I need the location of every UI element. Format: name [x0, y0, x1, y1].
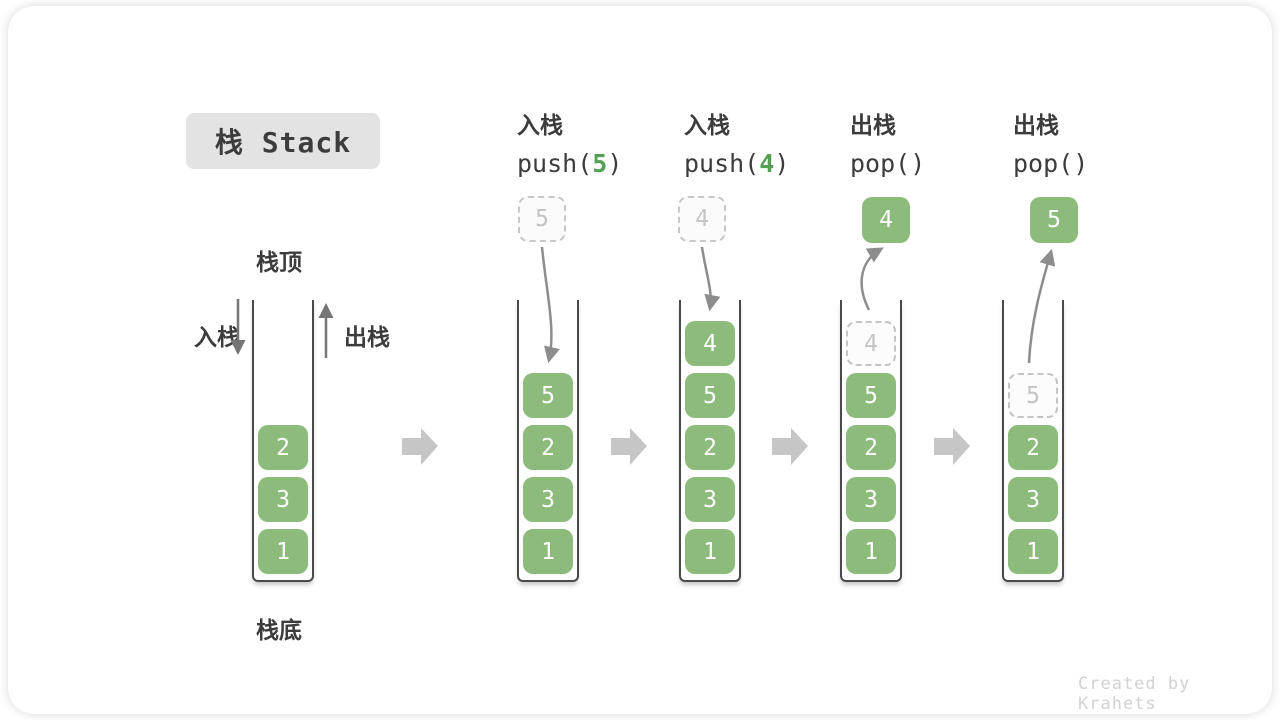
- watermark: Created by Krahets: [1078, 674, 1191, 714]
- incoming-value-box: 5: [518, 196, 566, 242]
- operation-code: push(5): [517, 149, 622, 178]
- popped-value-box: 5: [1030, 197, 1078, 243]
- stack-block: 5: [685, 373, 735, 418]
- stack-block: 3: [258, 477, 308, 522]
- code-arg: 4: [759, 149, 775, 178]
- stack-block: 2: [846, 425, 896, 470]
- operation-code: pop(): [850, 149, 925, 178]
- stack-block: 3: [685, 477, 735, 522]
- stack-block: 2: [685, 425, 735, 470]
- stack-bottom-label: 栈底: [256, 618, 302, 644]
- column-header-pop-2: 出栈 pop(): [1013, 106, 1088, 178]
- pop-direction-label: 出栈: [344, 325, 390, 351]
- code-post: ): [1073, 149, 1089, 178]
- code-pre: push(: [517, 149, 593, 178]
- stack-top-label: 栈顶: [256, 250, 302, 276]
- push-direction-label: 入栈: [194, 325, 240, 351]
- operation-label: 入栈: [684, 113, 730, 139]
- stack-block: 2: [258, 425, 308, 470]
- stack-container-5: 5 2 3 1: [1002, 300, 1064, 582]
- operation-label: 出栈: [1013, 113, 1059, 139]
- stack-block: 3: [846, 477, 896, 522]
- stack-block-ghost: 4: [846, 321, 896, 366]
- operation-label: 入栈: [517, 113, 563, 139]
- stack-container-3: 4 5 2 3 1: [679, 300, 741, 582]
- stack-block: 1: [846, 529, 896, 574]
- code-pre: pop(: [1013, 149, 1074, 178]
- popped-value-box: 4: [862, 197, 910, 243]
- stack-block: 5: [523, 373, 573, 418]
- column-header-pop-1: 出栈 pop(): [850, 106, 925, 178]
- code-pre: pop(: [850, 149, 911, 178]
- stack-container-1: 2 3 1: [252, 300, 314, 582]
- stack-block: 2: [1008, 425, 1058, 470]
- stack-block: 1: [258, 529, 308, 574]
- incoming-value-box: 4: [678, 196, 726, 242]
- operation-label: 出栈: [850, 113, 896, 139]
- operation-code: push(4): [684, 149, 789, 178]
- stack-container-4: 4 5 2 3 1: [840, 300, 902, 582]
- code-post: ): [910, 149, 926, 178]
- title-badge: 栈 Stack: [186, 113, 380, 169]
- operation-code: pop(): [1013, 149, 1088, 178]
- stack-block-ghost: 5: [1008, 373, 1058, 418]
- code-arg: 5: [592, 149, 608, 178]
- column-header-push-5: 入栈 push(5): [517, 106, 622, 178]
- stack-block: 3: [523, 477, 573, 522]
- stack-container-2: 5 2 3 1: [517, 300, 579, 582]
- stack-block: 4: [685, 321, 735, 366]
- column-header-push-4: 入栈 push(4): [684, 106, 789, 178]
- code-post: ): [607, 149, 623, 178]
- code-post: ): [774, 149, 790, 178]
- stack-block: 2: [523, 425, 573, 470]
- stack-block: 1: [523, 529, 573, 574]
- code-pre: push(: [684, 149, 760, 178]
- stack-block: 1: [1008, 529, 1058, 574]
- stack-block: 5: [846, 373, 896, 418]
- stack-block: 3: [1008, 477, 1058, 522]
- stack-block: 1: [685, 529, 735, 574]
